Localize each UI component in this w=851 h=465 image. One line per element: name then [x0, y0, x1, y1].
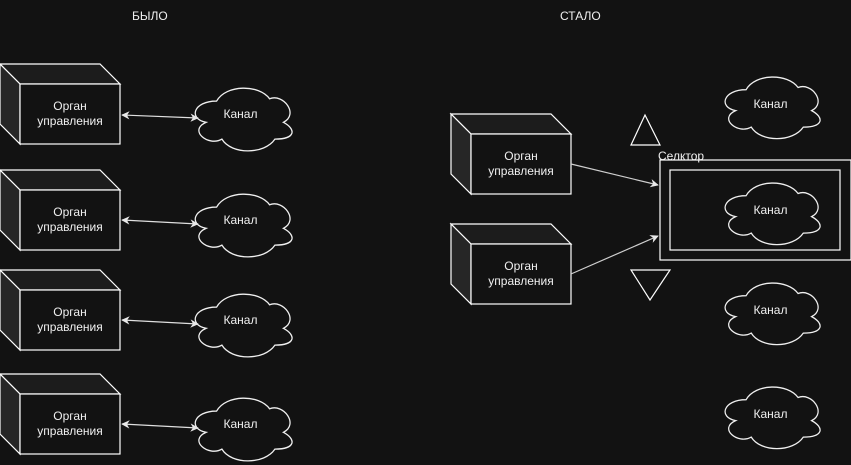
channel-label: Канал	[223, 417, 258, 431]
link-arrow	[121, 111, 199, 122]
channel-label: Канал	[753, 303, 788, 317]
selector-label: Селктор	[658, 149, 705, 163]
controller-label: Орган управления	[37, 99, 103, 128]
controller-label: Орган управления	[37, 409, 103, 438]
link-arrow	[570, 163, 659, 188]
link-arrow	[121, 216, 199, 228]
channel-label: Канал	[223, 213, 258, 227]
scroll-up-icon[interactable]	[630, 113, 661, 146]
controller-label: Орган управления	[488, 149, 554, 178]
channel-label: Канал	[753, 203, 788, 217]
channel-label: Канал	[753, 407, 788, 421]
channel-label: Канал	[753, 97, 788, 111]
link-arrow	[121, 316, 199, 328]
before-title: БЫЛО	[132, 9, 168, 23]
controller-label: Орган управления	[488, 259, 554, 288]
channel-label: Канал	[223, 107, 258, 121]
scroll-down-icon[interactable]	[629, 269, 672, 302]
channel-label: Канал	[223, 313, 258, 327]
link-arrow	[121, 420, 199, 432]
controller-label: Орган управления	[37, 305, 103, 334]
controller-label: Орган управления	[37, 205, 103, 234]
after-title: СТАЛО	[560, 9, 601, 23]
link-arrow	[570, 235, 659, 275]
